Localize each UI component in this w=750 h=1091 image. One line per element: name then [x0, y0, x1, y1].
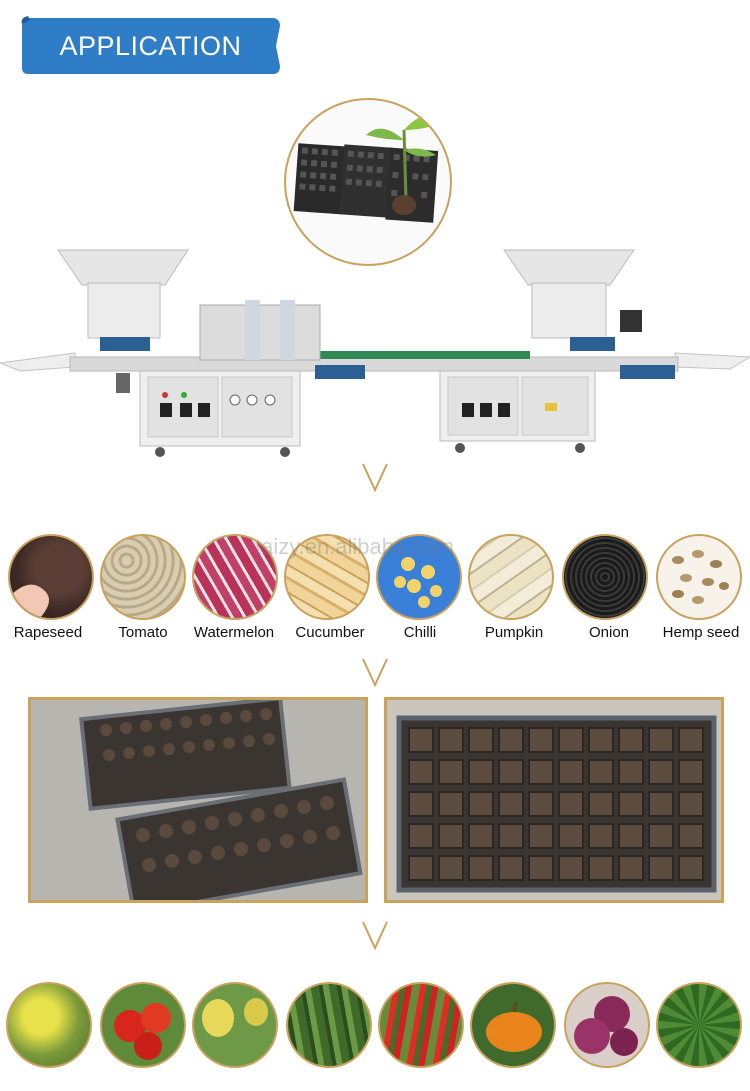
crop-image-watermelon: [192, 982, 278, 1068]
crop-image-cucumber: [286, 982, 372, 1068]
down-arrow-icon: [362, 658, 388, 688]
seed-image-cucumber: [284, 534, 370, 620]
seed-label-hemp-seed: Hemp seed: [662, 624, 740, 641]
seedling-tray-image: [284, 98, 452, 266]
seeding-machine-image: [0, 249, 750, 457]
seed-image-pumpkin: [468, 534, 554, 620]
crop-image-rapeseed: [6, 982, 92, 1068]
seed-label-rapeseed: Rapeseed: [13, 624, 83, 641]
down-arrow-icon: [362, 463, 388, 493]
banner-title: APPLICATION: [59, 31, 242, 61]
crop-image-tomato: [100, 982, 186, 1068]
seed-image-onion: [562, 534, 648, 620]
seed-image-rapeseed: [8, 534, 94, 620]
crop-image-hemp: [656, 982, 742, 1068]
seeded-tray-photo-right: [384, 697, 724, 903]
application-banner: [21, 16, 280, 74]
crop-image-pumpkin: [470, 982, 556, 1068]
seed-image-watermelon: [192, 534, 278, 620]
seed-label-tomato: Tomato: [118, 624, 168, 641]
watermark: taizy.en.alibaba.com: [255, 534, 454, 559]
crop-image-chilli: [378, 982, 464, 1068]
seeded-trays-photo-left: [28, 697, 368, 903]
crop-image-onion: [564, 982, 650, 1068]
seed-image-hemp-seed: [656, 534, 742, 620]
seed-label-pumpkin: Pumpkin: [484, 624, 544, 641]
seed-label-chilli: Chilli: [403, 624, 437, 641]
seed-image-tomato: [100, 534, 186, 620]
seed-label-onion: Onion: [588, 624, 630, 641]
seed-image-chilli: [376, 534, 462, 620]
seed-label-watermelon: Watermelon: [193, 624, 275, 641]
down-arrow-icon: [362, 921, 388, 951]
seed-label-cucumber: Cucumber: [295, 624, 365, 641]
